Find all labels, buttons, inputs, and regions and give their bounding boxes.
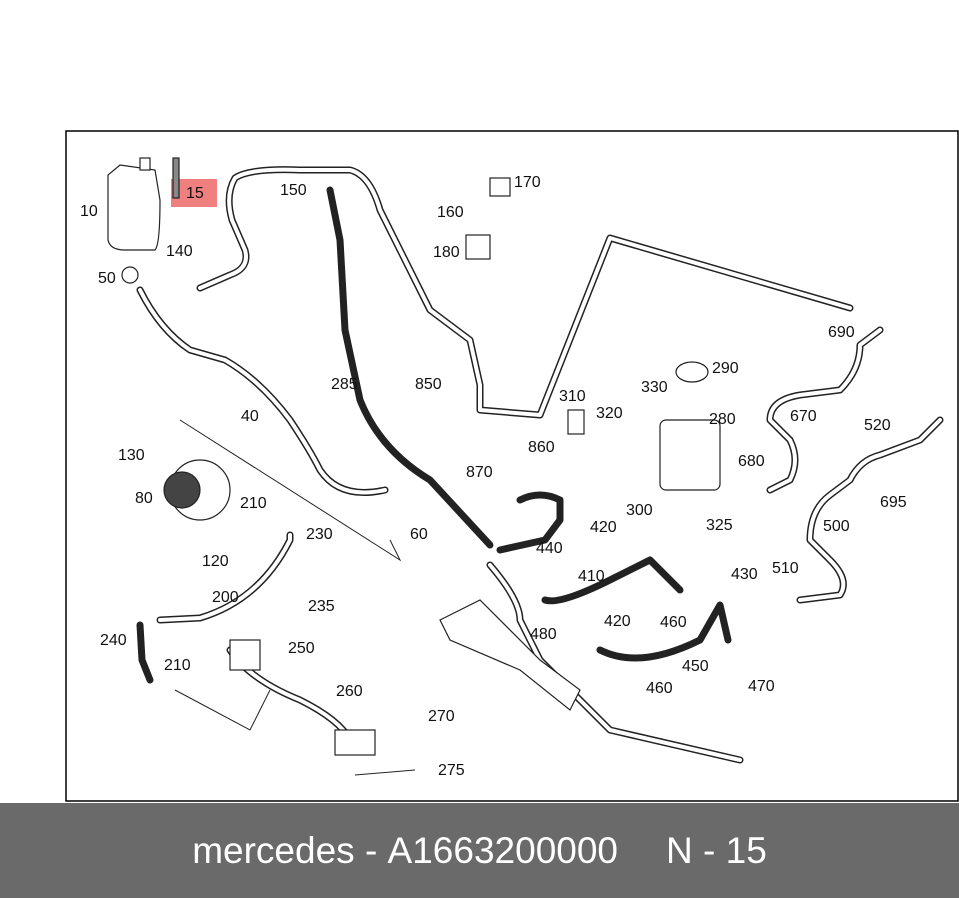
parts-diagram: 10 15 140 50 150 285 170 160 180 690 290 330 280 310 3…	[65, 130, 959, 802]
part-label-47: 470	[748, 678, 775, 695]
block-180	[465, 234, 491, 260]
bracket-160	[489, 177, 511, 197]
diagram-frame	[65, 130, 959, 802]
part-label-24: 500	[823, 518, 850, 535]
diagram-drawing: 10 15 140 50 150 285 170 160 180 690 290 330 280 310 3…	[65, 130, 959, 802]
components	[107, 157, 721, 756]
part-label-44: 210	[164, 657, 191, 674]
part-label-35: 420	[590, 519, 617, 536]
part-label-39: 240	[100, 632, 127, 649]
part-label-36: 410	[578, 568, 605, 585]
part-label-42: 460	[660, 614, 687, 631]
part-label-38: 510	[772, 560, 799, 577]
part-label-9: 690	[828, 324, 855, 341]
part-label-20: 680	[738, 453, 765, 470]
part-label-8: 180	[433, 244, 460, 261]
cap-290	[675, 361, 709, 383]
part-label-7: 160	[437, 204, 464, 221]
part-label-49: 270	[428, 708, 455, 725]
part-label-0: 10	[80, 203, 98, 220]
part-label-30: 120	[202, 553, 229, 570]
part-label-23: 695	[880, 494, 907, 511]
part-label-46: 460	[646, 680, 673, 697]
part-label-17: 870	[466, 464, 493, 481]
part-label-18: 520	[864, 417, 891, 434]
part-label-6: 170	[514, 174, 541, 191]
footer-brand: mercedes	[192, 829, 355, 871]
part-label-13: 310	[559, 388, 586, 405]
part-label-11: 330	[641, 379, 668, 396]
leader-lines	[174, 419, 416, 776]
part-label-4: 150	[280, 182, 307, 199]
muffler	[439, 599, 581, 711]
part-labels: 10 15 140 50 150 285 170 160 180 690 290 330 280 310 3…	[80, 174, 907, 779]
part-label-22: 325	[706, 517, 733, 534]
part-label-31: 60	[410, 526, 428, 543]
part-label-25: 40	[241, 408, 259, 425]
part-label-16: 860	[528, 439, 555, 456]
part-label-50: 275	[438, 762, 465, 779]
footer-separator: -	[364, 829, 378, 871]
part-label-5: 285	[331, 376, 358, 393]
part-label-15: 850	[415, 376, 442, 393]
footer-bar: mercedes - A1663200000 N - 15	[0, 803, 959, 898]
cooler-250	[229, 639, 261, 671]
part-label-43: 450	[682, 658, 709, 675]
part-label-45: 420	[604, 613, 631, 630]
part-label-14: 320	[596, 405, 623, 422]
part-label-10: 290	[712, 360, 739, 377]
part-label-41: 480	[530, 626, 557, 643]
part-label-19: 670	[790, 408, 817, 425]
part-label-37: 430	[731, 566, 758, 583]
part-label-34: 440	[536, 540, 563, 557]
part-label-12: 280	[709, 411, 736, 428]
part-label-26: 130	[118, 447, 145, 464]
clip-310	[567, 409, 585, 435]
reservoir-neck	[139, 157, 151, 171]
part-label-3: 50	[98, 270, 116, 287]
part-label-32: 200	[212, 589, 239, 606]
part-label-29: 230	[306, 526, 333, 543]
part-label-21: 300	[626, 502, 653, 519]
valve-block-280	[659, 419, 721, 491]
bracket-275	[334, 729, 376, 756]
footer-page-ref: N - 15	[666, 829, 767, 871]
dipstick	[172, 157, 180, 199]
cap-50	[121, 266, 139, 284]
part-label-48: 260	[336, 683, 363, 700]
part-label-33: 235	[308, 598, 335, 615]
part-label-2: 140	[166, 243, 193, 260]
pump-pulley	[163, 471, 201, 509]
part-label-40: 250	[288, 640, 315, 657]
part-label-27: 80	[135, 490, 153, 507]
reservoir	[107, 164, 161, 251]
part-label-1: 15	[186, 185, 204, 202]
footer-part-number: A1663200000	[387, 829, 619, 871]
part-label-28: 210	[240, 495, 267, 512]
